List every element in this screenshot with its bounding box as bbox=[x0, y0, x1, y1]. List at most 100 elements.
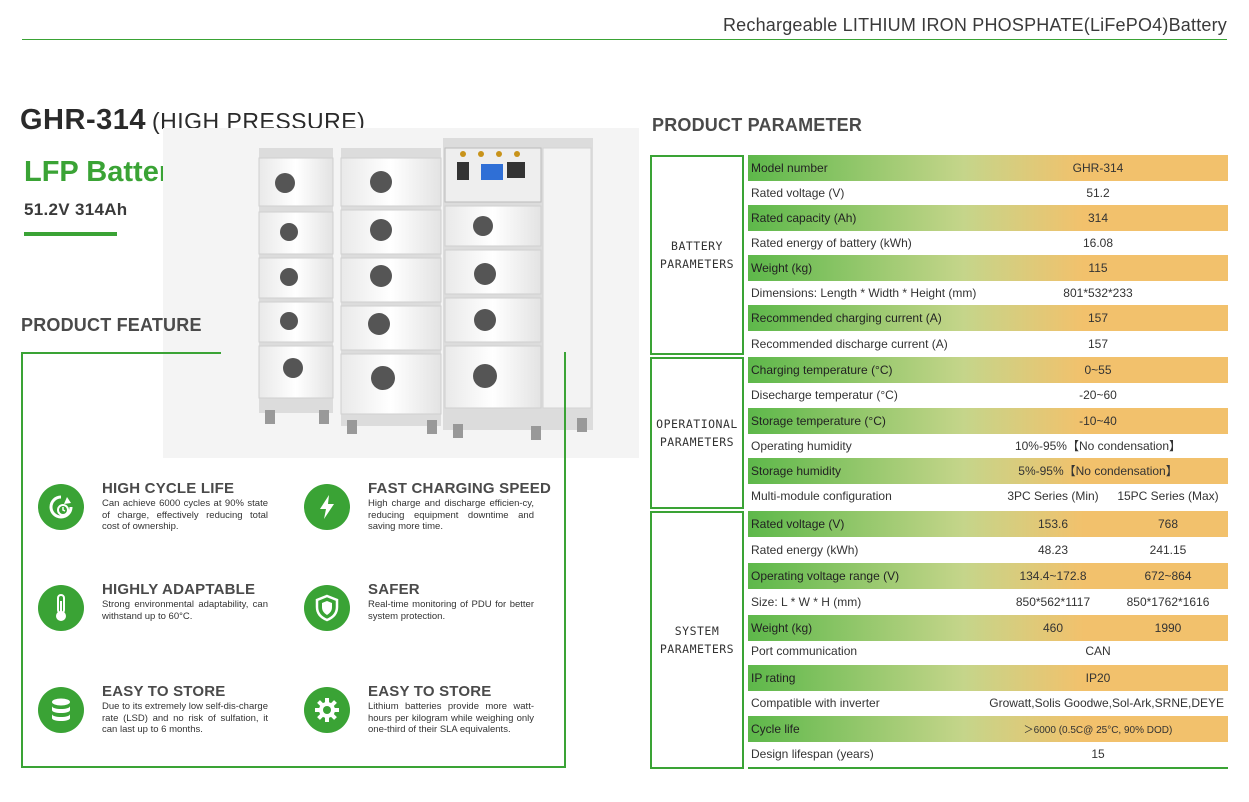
param-row-operating-humidity: Operating humidity 10%-95%【No condensati… bbox=[748, 433, 1228, 459]
param-label: Weight (kg) bbox=[751, 620, 813, 635]
param-row-storage-temperature: Storage temperature (°C) -10~40 bbox=[748, 408, 1228, 434]
param-label: Rated voltage (V) bbox=[751, 185, 845, 200]
param-label: Rated energy (kWh) bbox=[751, 542, 859, 557]
param-value-min: 460 bbox=[1042, 620, 1064, 635]
param-label: Port communication bbox=[751, 643, 858, 658]
feature-title: HIGHLY ADAPTABLE bbox=[102, 581, 256, 598]
param-value: 801*532*233 bbox=[1063, 285, 1133, 300]
feature-title: HIGH CYCLE LIFE bbox=[102, 480, 235, 497]
param-value: 0~55 bbox=[1084, 362, 1112, 377]
param-value: 51.2 bbox=[1086, 185, 1110, 200]
document-header-title: Rechargeable LITHIUM IRON PHOSPHATE(LiFe… bbox=[722, 15, 1227, 35]
param-value-min: 3PC Series (Min) bbox=[1007, 488, 1099, 503]
param-label: Disecharge temperatur (°C) bbox=[751, 387, 898, 402]
param-label: Operating voltage range (V) bbox=[751, 568, 900, 583]
param-value: 314 bbox=[1087, 210, 1109, 225]
feature-heading-underline bbox=[21, 352, 221, 354]
table-bottom-rule bbox=[748, 767, 1228, 769]
param-value: 157 bbox=[1087, 336, 1109, 351]
group-system-parameters: SYSTEM PARAMETERS bbox=[650, 511, 744, 769]
param-value: ＞6000 (0.5C@ 25°C, 90% DOD) bbox=[1023, 725, 1173, 737]
param-row-ip-rating: IP rating IP20 bbox=[748, 665, 1228, 691]
param-row-rated-voltage: Rated voltage (V) 51.2 bbox=[748, 180, 1228, 206]
feature-title: EASY TO STORE bbox=[102, 683, 226, 700]
param-value: -10~40 bbox=[1079, 413, 1117, 428]
param-value-max: 15PC Series (Max) bbox=[1117, 488, 1219, 503]
param-row-weight: Weight (kg) 115 bbox=[748, 255, 1228, 281]
product-feature-heading: PRODUCT FEATURE bbox=[21, 315, 202, 335]
param-label: Cycle life bbox=[751, 721, 800, 736]
param-value: 10%-95%【No condensation】 bbox=[1014, 439, 1182, 454]
param-row-discharge-temperature: Disecharge temperatur (°C) -20~60 bbox=[748, 382, 1228, 408]
feature-description: Lithium batteries provide more watt-hour… bbox=[368, 701, 534, 735]
param-value: Growatt,Solis Goodwe,Sol-Ark,SRNE,DEYE bbox=[989, 695, 1224, 710]
model-name: GHR-314 bbox=[20, 104, 146, 136]
param-value: IP20 bbox=[1085, 670, 1111, 685]
cycle-icon bbox=[38, 484, 84, 530]
feature-description: Strong environmental adaptability, can w… bbox=[102, 599, 268, 622]
parameter-table: BATTERY PARAMETERS OPERATIONAL PARAMETER… bbox=[650, 155, 1228, 769]
param-label: Weight (kg) bbox=[751, 260, 813, 275]
param-label: IP rating bbox=[751, 670, 796, 685]
param-row-discharge-current: Recommended discharge current (A) 157 bbox=[748, 331, 1228, 357]
feature-description: High charge and discharge efficien-cy, r… bbox=[368, 498, 534, 532]
feature-description: Real-time monitoring of PDU for better s… bbox=[368, 599, 534, 622]
param-value-max: 768 bbox=[1157, 516, 1179, 531]
param-label: Multi-module configuration bbox=[751, 488, 892, 503]
group-label: OPERATIONAL PARAMETERS bbox=[656, 417, 738, 449]
param-value: 5%-95%【No condensation】 bbox=[1018, 464, 1178, 479]
param-label: Operating humidity bbox=[751, 438, 852, 453]
param-value: 15 bbox=[1091, 746, 1105, 761]
gear-icon bbox=[304, 687, 350, 733]
param-value-min: 850*562*1117 bbox=[1015, 594, 1091, 609]
param-value: 16.08 bbox=[1082, 235, 1114, 250]
lightning-icon bbox=[304, 484, 350, 530]
feature-box bbox=[21, 352, 566, 768]
shield-icon bbox=[304, 585, 350, 631]
param-label: Storage temperature (°C) bbox=[751, 413, 886, 428]
param-label: Rated energy of battery (kWh) bbox=[751, 235, 912, 250]
header-divider bbox=[22, 39, 1227, 40]
thermometer-icon bbox=[38, 585, 84, 631]
param-label: Model number bbox=[751, 160, 828, 175]
param-row-charging-current: Recommended charging current (A) 157 bbox=[748, 305, 1228, 331]
group-label: BATTERY PARAMETERS bbox=[659, 239, 735, 271]
param-value-max: 241.15 bbox=[1149, 542, 1187, 557]
group-battery-parameters: BATTERY PARAMETERS bbox=[650, 155, 744, 355]
param-value: CAN bbox=[1085, 643, 1111, 658]
database-icon bbox=[38, 687, 84, 733]
param-value: 115 bbox=[1088, 260, 1108, 275]
param-row-rated-capacity: Rated capacity (Ah) 314 bbox=[748, 205, 1228, 231]
param-label: Compatible with inverter bbox=[751, 695, 880, 710]
param-label: Design lifespan (years) bbox=[751, 746, 874, 761]
param-label: Size: L * W * H (mm) bbox=[751, 594, 862, 609]
param-label: Rated capacity (Ah) bbox=[751, 210, 857, 225]
battery-type: LFP Battery bbox=[24, 156, 187, 188]
group-label: SYSTEM PARAMETERS bbox=[659, 624, 735, 656]
param-row-port-communication: Port communication CAN bbox=[748, 638, 1228, 664]
group-operational-parameters: OPERATIONAL PARAMETERS bbox=[650, 357, 744, 509]
param-label: Storage humidity bbox=[751, 463, 842, 478]
feature-description: Can achieve 6000 cycles at 90% state of … bbox=[102, 498, 268, 532]
param-row-operating-voltage-range: Operating voltage range (V) 134.4~172.8 … bbox=[748, 563, 1228, 589]
param-value: -20~60 bbox=[1079, 387, 1117, 402]
param-row-compatible-inverter: Compatible with inverter Growatt,Solis G… bbox=[748, 690, 1228, 716]
param-value-min: 48.23 bbox=[1037, 542, 1069, 557]
param-label: Dimensions: Length * Width * Height (mm) bbox=[751, 285, 977, 300]
param-row-design-lifespan: Design lifespan (years) 15 bbox=[748, 741, 1228, 767]
spec-accent-bar bbox=[24, 232, 117, 236]
product-parameter-heading: PRODUCT PARAMETER bbox=[652, 115, 863, 135]
param-label: Rated voltage (V) bbox=[751, 516, 845, 531]
param-row-storage-humidity: Storage humidity 5%-95%【No condensation】 bbox=[748, 458, 1228, 484]
feature-description: Due to its extremely low self-dis-charge… bbox=[102, 701, 268, 735]
param-value: GHR-314 bbox=[1072, 160, 1124, 175]
param-row-system-rated-voltage: Rated voltage (V) 153.6 768 bbox=[748, 511, 1228, 537]
param-row-system-weight: Weight (kg) 460 1990 bbox=[748, 615, 1228, 641]
param-row-cycle-life: Cycle life ＞6000 (0.5C@ 25°C, 90% DOD) bbox=[748, 716, 1228, 742]
battery-rack-image bbox=[163, 128, 639, 458]
param-value-max: 1990 bbox=[1154, 620, 1182, 635]
param-row-model-number: Model number GHR-314 bbox=[748, 155, 1228, 181]
param-label: Recommended charging current (A) bbox=[751, 310, 942, 325]
battery-spec: 51.2V 314Ah bbox=[24, 200, 128, 219]
param-label: Recommended discharge current (A) bbox=[751, 336, 948, 351]
